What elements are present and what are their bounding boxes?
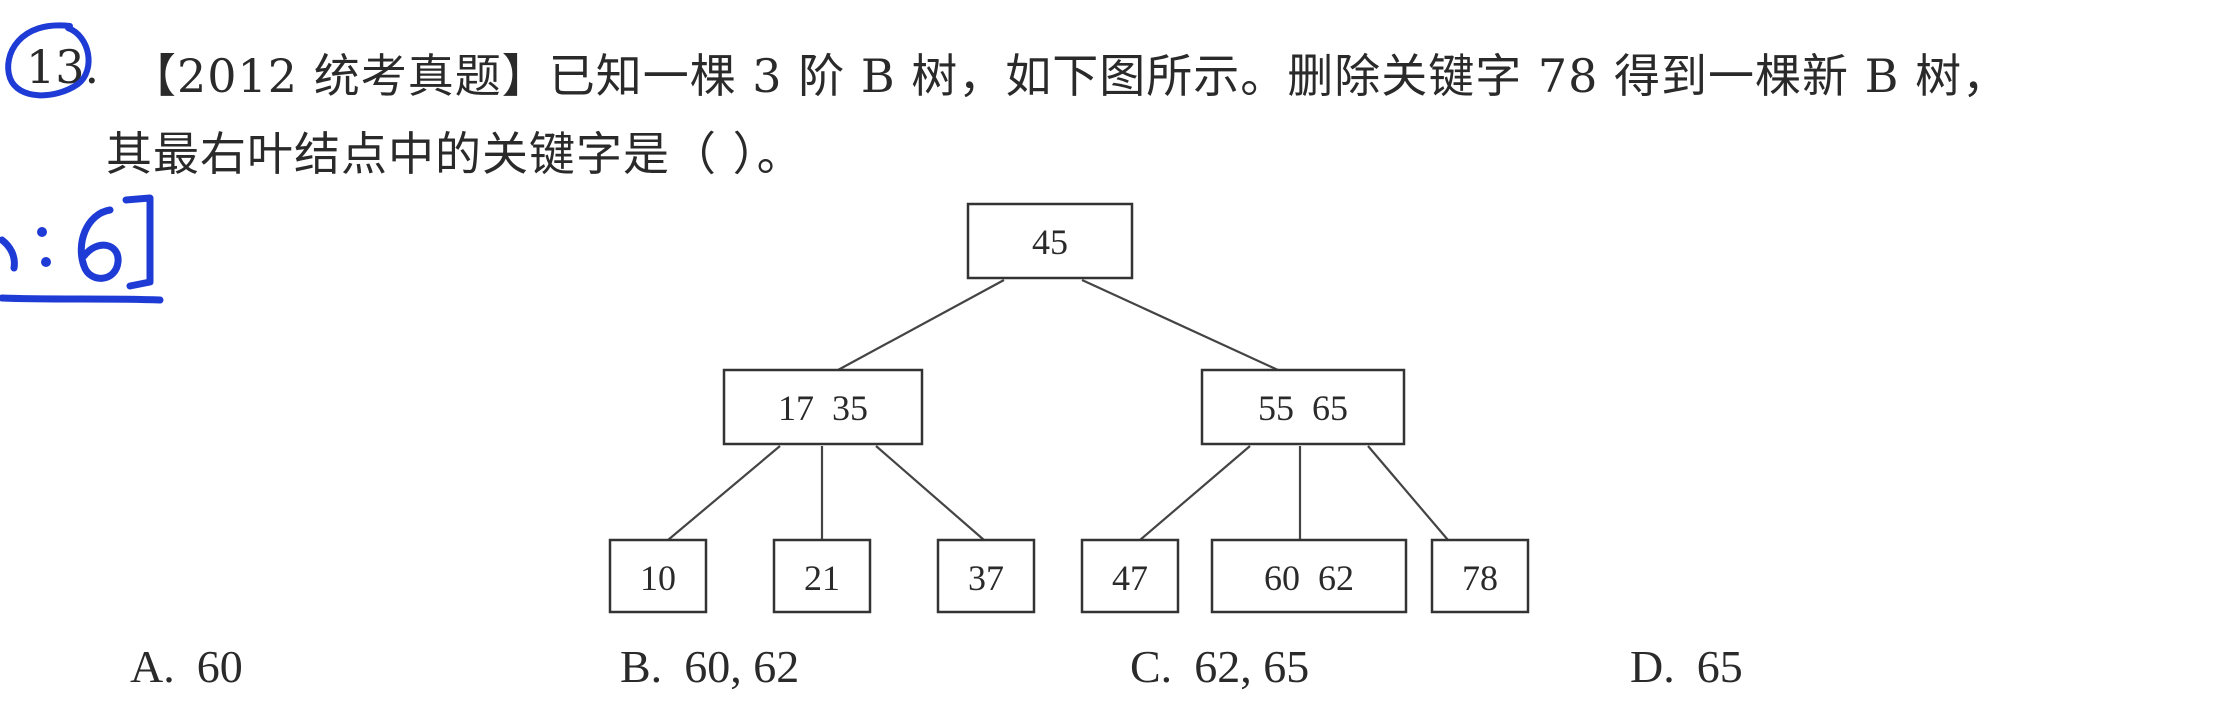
tree-edge	[1081, 279, 1279, 371]
node-label: 45	[1032, 222, 1068, 262]
tree-node-leaf: 47	[1080, 538, 1180, 614]
option-letter: D.	[1630, 641, 1675, 692]
option-d[interactable]: D. 65	[1630, 640, 1743, 693]
node-label: 10	[640, 558, 676, 598]
tree-node-leaf: 37	[936, 538, 1036, 614]
option-letter: B.	[620, 641, 663, 692]
tree-node-leaf: 60 62	[1210, 538, 1408, 614]
question-line-2: 其最右叶结点中的关键字是（ ）。	[106, 127, 804, 181]
option-text: 62, 65	[1194, 641, 1310, 692]
tree-edge	[837, 279, 1005, 371]
node-label: 78	[1462, 558, 1498, 598]
option-text: 60, 62	[684, 641, 800, 692]
answer-options: A. 60 B. 60, 62 C. 62, 65 D. 65	[0, 640, 2228, 710]
tree-edge	[1367, 445, 1449, 541]
option-letter: A.	[130, 641, 175, 692]
b-tree-diagram: 45 17 35 55 65 10 21 37 47	[608, 202, 1530, 614]
handwritten-annotation	[0, 22, 164, 304]
tree-node-leaf: 78	[1430, 538, 1530, 614]
node-label: 17 35	[778, 388, 868, 428]
node-label: 47	[1112, 558, 1148, 598]
option-a[interactable]: A. 60	[130, 640, 243, 693]
option-text: 65	[1696, 641, 1743, 692]
tree-node-internal: 17 35	[722, 368, 924, 446]
handwritten-answer	[0, 194, 164, 304]
tree-node-leaf: 10	[608, 538, 708, 614]
option-letter: C.	[1130, 641, 1173, 692]
option-text: 60	[196, 641, 243, 692]
tree-node-root: 45	[966, 202, 1134, 280]
option-c[interactable]: C. 62, 65	[1130, 640, 1309, 693]
node-label: 37	[968, 558, 1004, 598]
node-label: 60 62	[1264, 558, 1354, 598]
tree-node-internal: 55 65	[1200, 368, 1406, 446]
tree-node-leaf: 21	[772, 538, 872, 614]
question-line-1: 【2012 统考真题】已知一棵 3 阶 B 树，如下图所示。删除关键字 78 得…	[130, 49, 2010, 103]
option-b[interactable]: B. 60, 62	[620, 640, 799, 693]
tree-edge	[875, 445, 985, 541]
tree-edge	[1139, 445, 1251, 541]
tree-edge	[667, 445, 781, 541]
node-label: 55 65	[1258, 388, 1348, 428]
node-label: 21	[804, 558, 840, 598]
